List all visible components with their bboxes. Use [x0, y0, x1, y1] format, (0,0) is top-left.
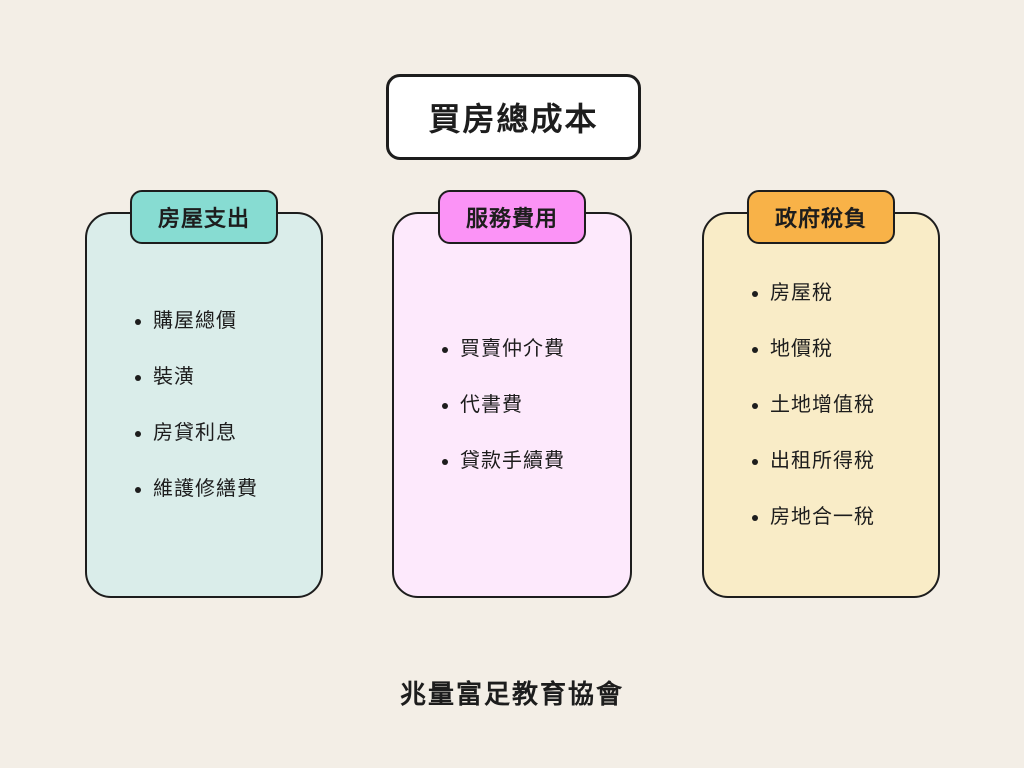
list-item: 購屋總價	[153, 309, 258, 333]
list-item: 貸款手續費	[460, 449, 565, 473]
list-item: 代書費	[460, 393, 565, 417]
list-item: 出租所得稅	[770, 449, 875, 473]
card-header-government-taxes: 政府稅負	[746, 190, 896, 244]
page-title: 買房總成本	[428, 101, 599, 137]
list-item: 土地增值稅	[770, 393, 875, 417]
title-box: 買房總成本	[386, 74, 641, 160]
list-item: 買賣仲介費	[460, 337, 565, 361]
list-item: 房地合一稅	[770, 505, 875, 529]
list-item: 房屋稅	[770, 281, 875, 305]
list-item: 維護修繕費	[153, 477, 258, 501]
card-list-government-taxes: 房屋稅 地價稅 土地增值稅 出租所得稅 房地合一稅	[704, 249, 881, 561]
card-housing-expenses: 房屋支出 購屋總價 裝潢 房貸利息 維護修繕費	[85, 190, 323, 598]
card-list-housing-expenses: 購屋總價 裝潢 房貸利息 維護修繕費	[87, 277, 264, 533]
list-item: 裝潢	[153, 365, 258, 389]
card-service-fees: 服務費用 買賣仲介費 代書費 貸款手續費	[392, 190, 632, 598]
card-list-service-fees: 買賣仲介費 代書費 貸款手續費	[394, 305, 571, 505]
card-government-taxes: 政府稅負 房屋稅 地價稅 土地增值稅 出租所得稅 房地合一稅	[702, 190, 940, 598]
footer-text: 兆量富足教育協會	[399, 679, 624, 709]
list-item: 地價稅	[770, 337, 875, 361]
card-header-service-fees: 服務費用	[437, 190, 587, 244]
card-header-housing-expenses: 房屋支出	[129, 190, 279, 244]
list-item: 房貸利息	[153, 421, 258, 445]
